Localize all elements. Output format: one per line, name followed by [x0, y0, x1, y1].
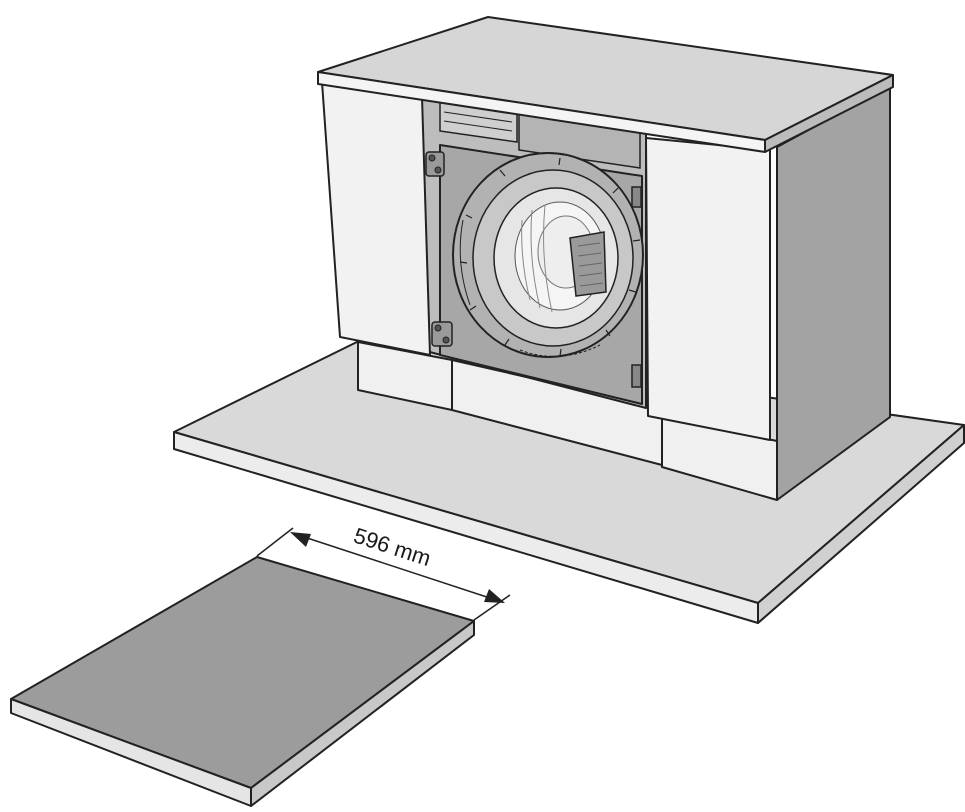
- arrowhead-left: [290, 532, 311, 547]
- mounting-bolts: [631, 186, 642, 388]
- worktop-right-edge: [764, 74, 894, 153]
- hinge-top: [425, 151, 445, 177]
- cabinet-right-panel: [645, 137, 771, 441]
- arrowhead-right: [484, 589, 505, 603]
- door-hinges: [425, 151, 453, 347]
- door-handle: [569, 231, 607, 297]
- cabinet-left-panel: [321, 81, 431, 356]
- plinth: [357, 341, 778, 501]
- floor-plate-right-edge: [757, 424, 965, 624]
- worktop: [317, 16, 894, 153]
- bolt-top-right: [631, 186, 642, 208]
- extension-line-left: [256, 527, 294, 557]
- bolt-bottom-right: [631, 364, 642, 388]
- extension-line-right: [473, 594, 511, 621]
- dimension-line: [294, 533, 503, 603]
- decor-panel-right-edge: [250, 620, 475, 807]
- machine-door: [452, 152, 644, 358]
- hinge-bottom: [431, 321, 453, 347]
- dimension-label: 596 mm: [351, 523, 434, 571]
- decor-panel: [10, 556, 475, 807]
